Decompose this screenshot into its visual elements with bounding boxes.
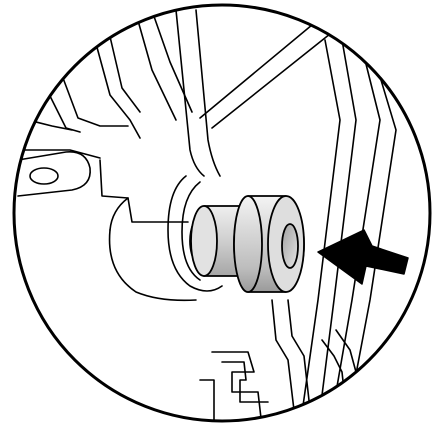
callout-arrow-icon xyxy=(317,229,409,285)
mounting-hole xyxy=(29,167,59,185)
frame-line-art xyxy=(17,5,397,421)
spacer-bushing xyxy=(189,195,305,293)
magnifier-circle xyxy=(12,3,432,423)
